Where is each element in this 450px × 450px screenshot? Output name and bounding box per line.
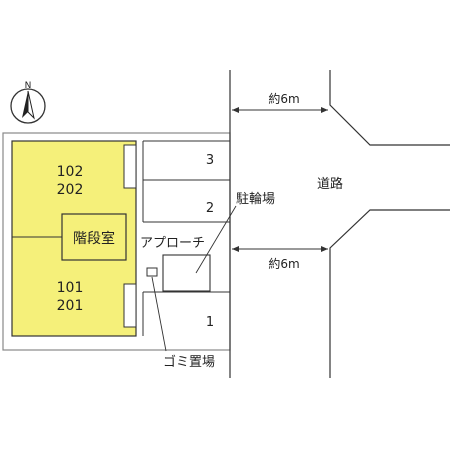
road-width-top-dimension: 約6m bbox=[232, 91, 328, 113]
bike-parking-label: 駐輪場 bbox=[236, 191, 275, 207]
balcony-upper bbox=[123, 144, 137, 189]
approach-label: アプローチ bbox=[140, 236, 205, 251]
stairwell bbox=[61, 213, 127, 261]
road: 道路 bbox=[229, 70, 450, 378]
north-label: N bbox=[25, 81, 32, 91]
road-label: 道路 bbox=[317, 176, 343, 192]
road-width-bottom-dimension: 約6m bbox=[232, 246, 328, 271]
stairwell-label: 階段室 bbox=[73, 230, 115, 247]
parking-space-1: 1 bbox=[206, 315, 214, 330]
road-width-top-label: 約6m bbox=[268, 91, 299, 106]
garbage-leader bbox=[151, 276, 167, 352]
garbage-label: ゴミ置場 bbox=[163, 354, 215, 370]
unit-label-101: 101 bbox=[57, 280, 84, 296]
garbage-area bbox=[146, 267, 158, 277]
parking-space-2: 2 bbox=[206, 201, 214, 216]
bike-parking-leader bbox=[195, 205, 237, 274]
unit-label-202: 202 bbox=[57, 182, 84, 198]
unit-label-201: 201 bbox=[57, 298, 84, 314]
parking-area: 3 2 1 bbox=[142, 140, 230, 336]
north-arrow-icon: N bbox=[10, 81, 46, 124]
unit-label-102: 102 bbox=[57, 164, 84, 180]
bike-parking bbox=[162, 254, 211, 292]
building: 階段室 102 202 101 201 bbox=[11, 140, 137, 337]
road-width-bottom-label: 約6m bbox=[268, 256, 299, 271]
parking-space-3: 3 bbox=[206, 153, 214, 168]
balcony-lower bbox=[123, 283, 137, 328]
